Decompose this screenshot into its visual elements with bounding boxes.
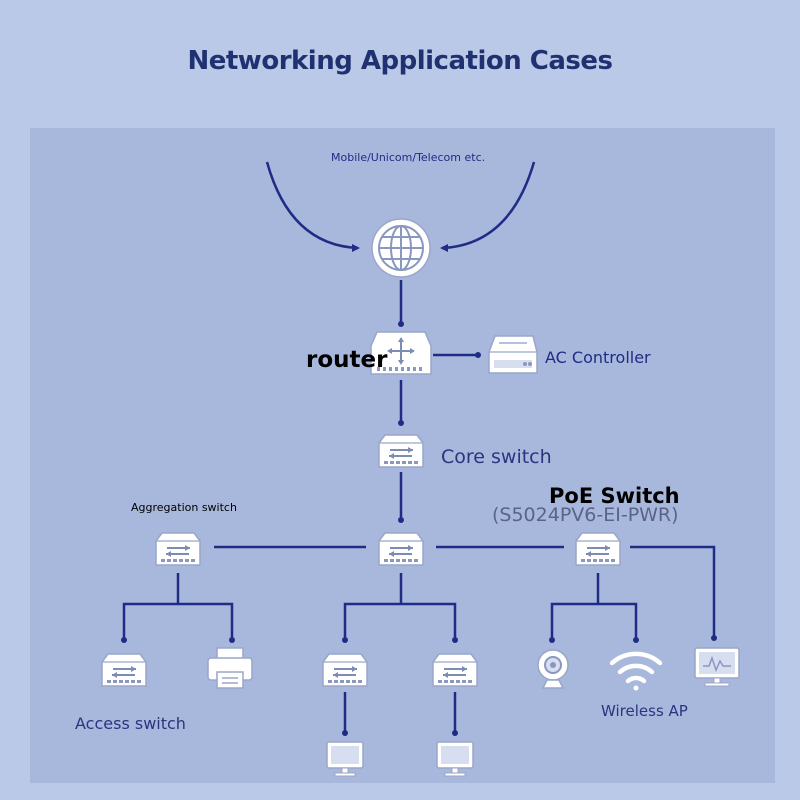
- poe-model-label: (S5024PV6-EI-PWR): [492, 504, 679, 526]
- monitor-icon-left: [326, 741, 364, 777]
- carrier-arc-right: [441, 161, 536, 250]
- core-switch-label: Core switch: [441, 446, 552, 468]
- monitor-icon-right: [436, 741, 474, 777]
- page-title: Networking Application Cases: [187, 46, 613, 76]
- controller-icon: [488, 335, 538, 374]
- core-switch-icon: [378, 434, 424, 468]
- aggregation-switch-icon: [155, 532, 201, 566]
- poe-switch-label: PoE Switch: [549, 484, 680, 508]
- link-poe-monitor: [630, 545, 716, 638]
- link-poe-branch: [550, 602, 638, 640]
- wireless-ap-label: Wireless AP: [601, 702, 688, 720]
- router-icon: [370, 331, 432, 375]
- access-switch-icon: [101, 653, 147, 687]
- carriers-label: Mobile/Unicom/Telecom etc.: [331, 151, 486, 164]
- switch-icon-left: [322, 653, 368, 687]
- center-switch-icon: [378, 532, 424, 566]
- aggregation-switch-label: Aggregation switch: [131, 501, 237, 514]
- poe-switch-icon: [575, 532, 621, 566]
- globe-icon: [371, 218, 431, 278]
- connection-lines: [122, 161, 716, 733]
- ac-controller-label: AC Controller: [545, 348, 651, 367]
- wifi-icon: [609, 651, 663, 691]
- router-label: router: [306, 347, 388, 373]
- link-center-branch: [343, 602, 457, 640]
- switch-icon-right: [432, 653, 478, 687]
- link-endpoints: [121, 244, 717, 736]
- carrier-arc-left: [265, 161, 359, 250]
- link-agg-branch: [122, 602, 234, 640]
- camera-icon: [537, 649, 569, 689]
- monitor-icon-poe: [694, 647, 740, 687]
- access-switch-label: Access switch: [75, 714, 186, 733]
- printer-icon: [207, 647, 253, 689]
